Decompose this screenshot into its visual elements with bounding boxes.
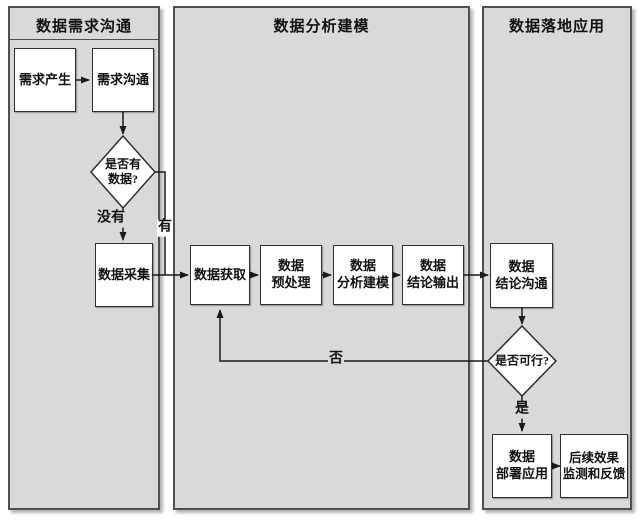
node-followup: 后续效果 监测和反馈 bbox=[560, 434, 628, 498]
node-deploy: 数据 部署应用 bbox=[492, 434, 552, 498]
edge-hasdata-yes-to-acquire bbox=[155, 171, 166, 275]
lane-title-data-requirement: 数据需求沟通 bbox=[10, 8, 158, 40]
node-req-gen: 需求产生 bbox=[14, 48, 76, 112]
node-conclusion-output: 数据 结论输出 bbox=[402, 245, 464, 305]
decision-has-data-label: 是否有 数据? bbox=[104, 157, 142, 186]
lane-title-data-application: 数据落地应用 bbox=[508, 19, 605, 35]
node-data-preprocess: 数据 预处理 bbox=[260, 245, 322, 305]
node-data-collect: 数据采集 bbox=[95, 243, 153, 307]
node-conclusion-comm: 数据 结论沟通 bbox=[490, 243, 553, 308]
node-req-comm: 需求沟通 bbox=[92, 48, 154, 112]
node-data-acquire: 数据获取 bbox=[190, 245, 250, 305]
decision-feasible-shape bbox=[486, 324, 558, 398]
node-data-modeling: 数据 分析建模 bbox=[333, 245, 393, 305]
decision-has-data-shape bbox=[89, 134, 157, 210]
lane-title-data-analysis-modeling: 数据分析建模 bbox=[273, 19, 370, 35]
edge-feasible-no-to-acquire bbox=[216, 309, 488, 362]
edge-label-has-data: 有 bbox=[157, 219, 173, 237]
edge-label-not-feasible: 否 bbox=[328, 351, 344, 369]
edge-label-no-data: 没有 bbox=[96, 210, 126, 228]
decision-feasible-label: 是否可行? bbox=[494, 353, 550, 368]
edge-label-feasible: 是 bbox=[514, 401, 530, 419]
